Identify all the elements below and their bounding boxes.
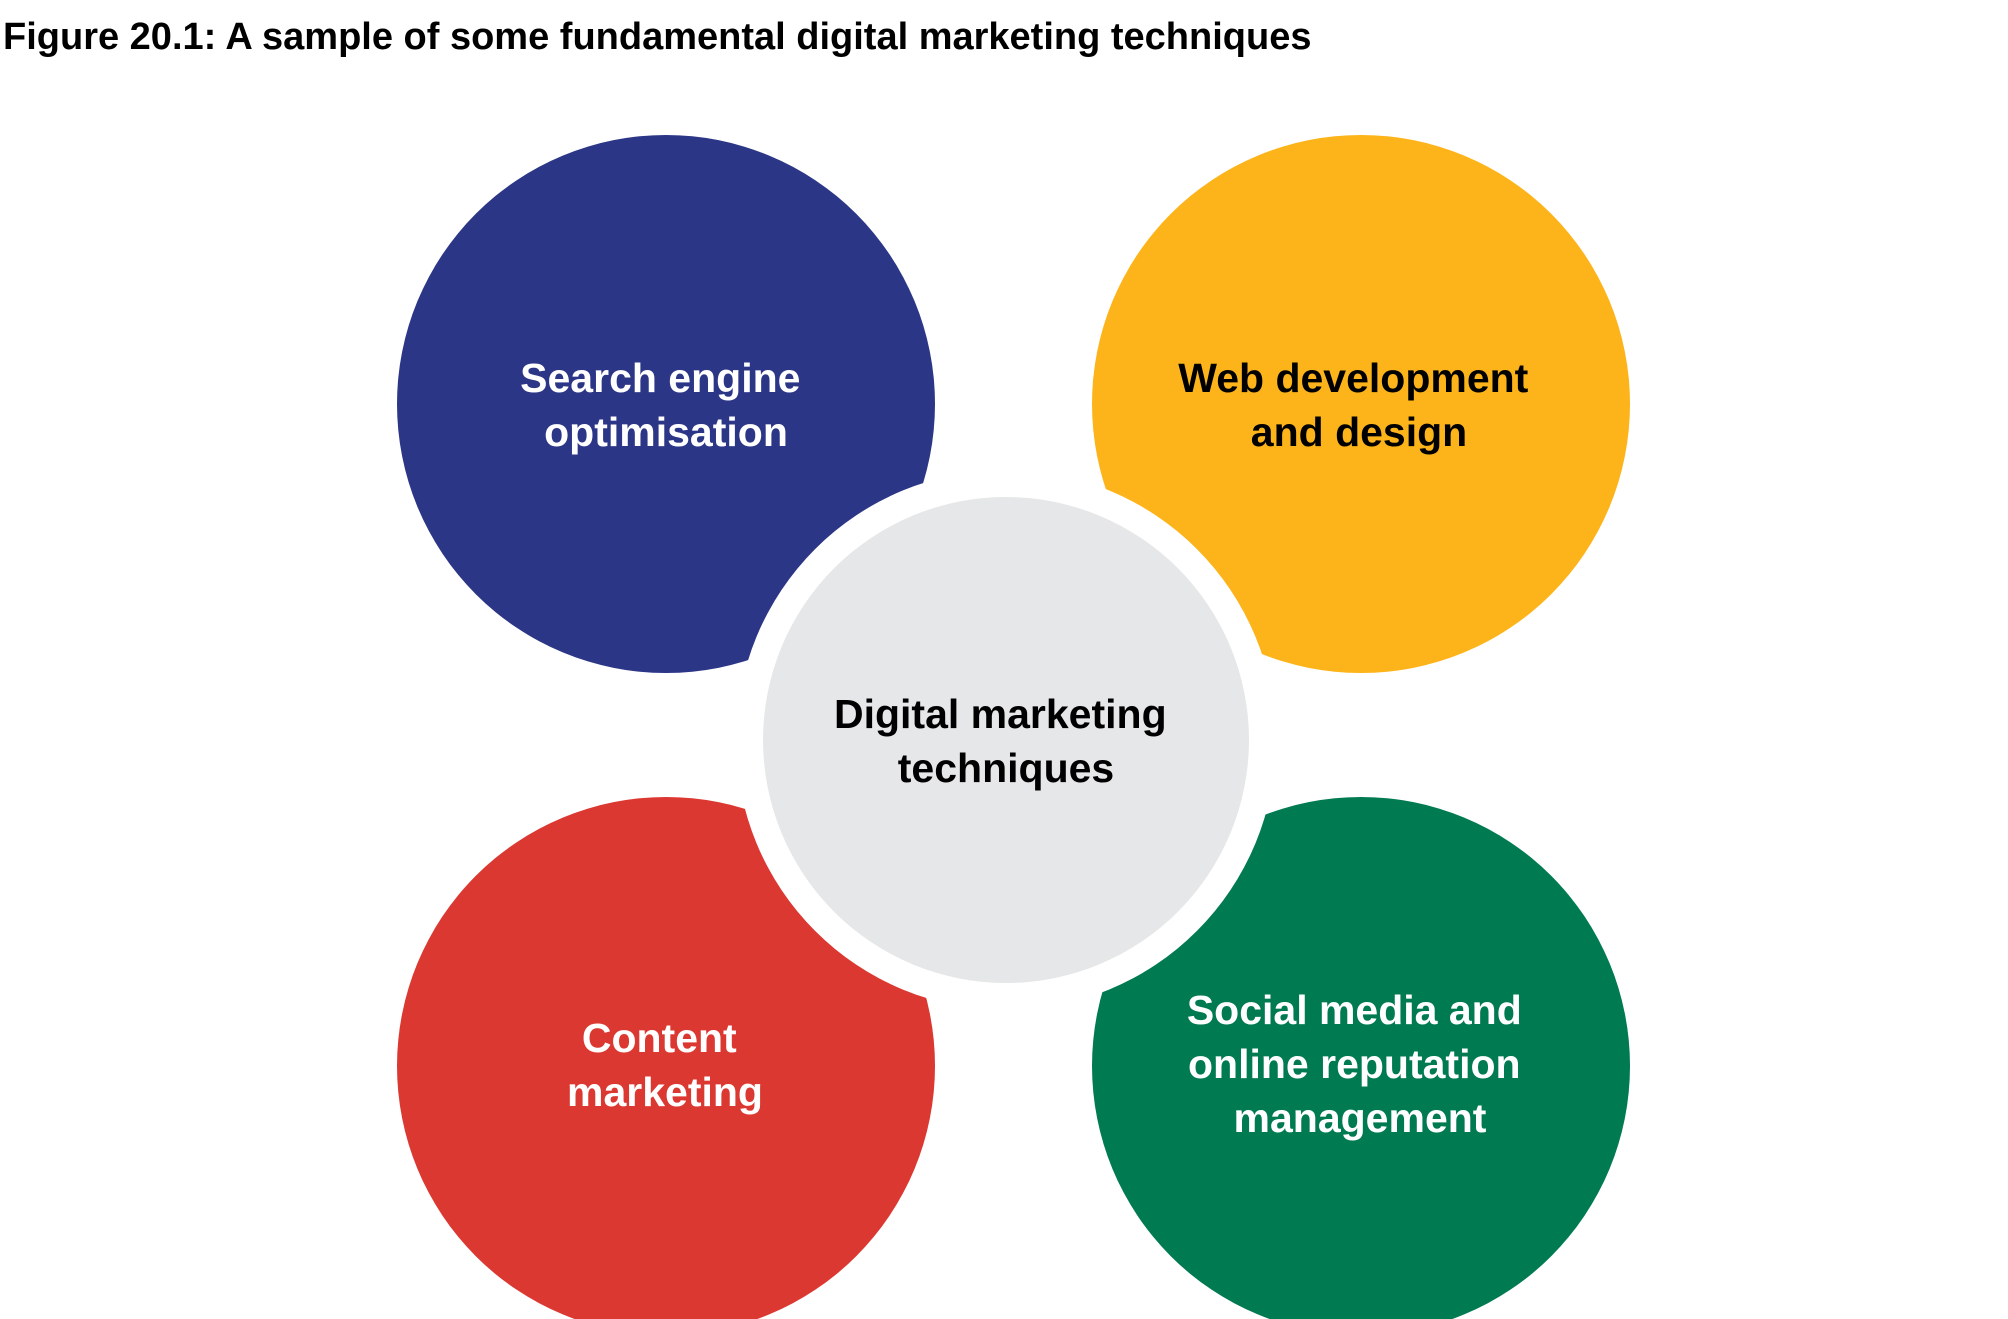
label-search-engine-optimisation: Search engine optimisation	[520, 355, 812, 455]
figure-title: Figure 20.1: A sample of some fundamenta…	[3, 16, 1312, 58]
circle-content-marketing	[397, 797, 935, 1319]
circle-web-development-and-design	[1092, 135, 1630, 673]
circle-digital-marketing-techniques	[763, 497, 1249, 983]
circle-search-engine-optimisation	[397, 135, 935, 673]
label-web-development-and-design: Web development and design	[1178, 355, 1540, 455]
label-social-media-and-online-reputation-management: Social media and online reputation manag…	[1187, 987, 1533, 1141]
label-content-marketing: Content marketing	[567, 1015, 763, 1115]
circle-social-media-and-online-reputation-management	[1092, 797, 1630, 1319]
label-digital-marketing-techniques: Digital marketing techniques	[834, 691, 1178, 791]
